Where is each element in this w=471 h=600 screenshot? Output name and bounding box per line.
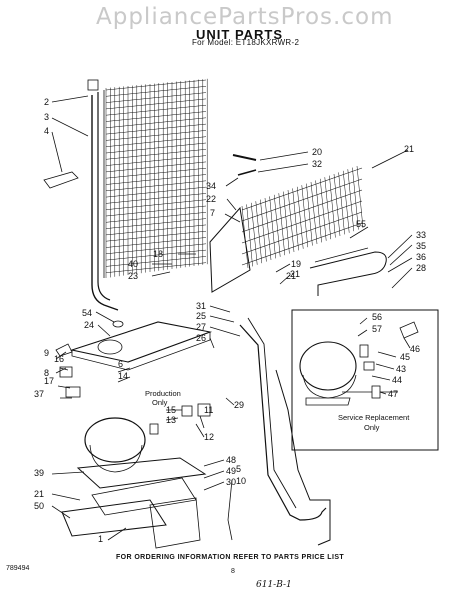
top-clamp bbox=[87, 79, 99, 91]
model-line: For Model: ET18JKXRWR-2 bbox=[192, 38, 300, 47]
callout-4: 4 bbox=[44, 126, 49, 136]
document-number: 789494 bbox=[6, 565, 30, 572]
callout-11: 11 bbox=[204, 405, 213, 415]
callout-3: 3 bbox=[44, 112, 49, 122]
callout-23: 23 bbox=[128, 271, 138, 281]
callout-57: 57 bbox=[372, 324, 382, 334]
callout-56: 56 bbox=[372, 312, 382, 322]
callout-25: 25 bbox=[196, 311, 206, 321]
callout-54: 54 bbox=[82, 308, 92, 318]
callout-2: 2 bbox=[44, 97, 49, 107]
callout-47: 47 bbox=[388, 389, 398, 399]
ordering-footer: FOR ORDERING INFORMATION REFER TO PARTS … bbox=[116, 554, 345, 561]
callout-14: 14 bbox=[118, 371, 128, 381]
callout-30: 30 bbox=[226, 477, 236, 487]
callout-18: 18 bbox=[153, 249, 163, 259]
callout-22: 22 bbox=[206, 194, 216, 204]
callout-43: 43 bbox=[396, 364, 406, 374]
callout-46: 46 bbox=[410, 344, 420, 354]
callout-15: 15 bbox=[166, 405, 176, 415]
callout-35: 35 bbox=[416, 241, 426, 251]
callout-6: 6 bbox=[118, 359, 123, 369]
callout-numbers: 2342032213422755333536282118402319215424… bbox=[34, 97, 426, 544]
page-number: 8 bbox=[231, 568, 235, 575]
watermark: AppliancePartsPros.com bbox=[96, 4, 394, 30]
callout-50: 50 bbox=[34, 501, 44, 511]
callout-27: 27 bbox=[196, 322, 206, 332]
callout-10: 10 bbox=[236, 476, 246, 486]
callout-31: 31 bbox=[196, 301, 206, 311]
callout-32: 32 bbox=[312, 159, 322, 169]
callout-26: 26 bbox=[196, 333, 206, 343]
evaporator-coil bbox=[241, 165, 364, 269]
callout-37: 37 bbox=[34, 389, 44, 399]
service-replacement-line2: Only bbox=[364, 423, 380, 432]
service-compressor bbox=[299, 341, 357, 391]
callout-49: 49 bbox=[226, 466, 236, 476]
callout-16: 16 bbox=[54, 354, 64, 364]
callout-17: 17 bbox=[44, 376, 54, 386]
callout-8: 8 bbox=[44, 368, 49, 378]
production-only-line1: Production bbox=[145, 389, 181, 398]
callout-45: 45 bbox=[400, 352, 410, 362]
callout-1: 1 bbox=[98, 534, 103, 544]
callout-29: 29 bbox=[234, 400, 244, 410]
callout-19: 19 bbox=[291, 259, 301, 269]
callout-13: 13 bbox=[166, 415, 176, 425]
callout-9: 9 bbox=[44, 348, 49, 358]
callout-20: 20 bbox=[312, 147, 322, 157]
callout-33: 33 bbox=[416, 230, 426, 240]
callout-36: 36 bbox=[416, 252, 426, 262]
callout-21: 21 bbox=[286, 271, 296, 281]
callout-44: 44 bbox=[392, 375, 402, 385]
callout-48: 48 bbox=[226, 455, 236, 465]
callout-28: 28 bbox=[416, 263, 426, 273]
production-only-line2: Only bbox=[152, 398, 168, 407]
callout-40: 40 bbox=[128, 259, 138, 269]
page-title: UNIT PARTS bbox=[196, 27, 284, 42]
callout-24: 24 bbox=[84, 320, 94, 330]
callout-21: 21 bbox=[34, 489, 44, 499]
condenser-coil bbox=[105, 78, 208, 278]
callout-21: 21 bbox=[290, 269, 300, 279]
callout-5: 5 bbox=[236, 464, 241, 474]
callout-34: 34 bbox=[206, 181, 216, 191]
callout-39: 39 bbox=[34, 468, 44, 478]
callout-12: 12 bbox=[204, 432, 214, 442]
callout-21: 21 bbox=[404, 144, 414, 154]
callout-55: 55 bbox=[356, 219, 366, 229]
handwritten-note: 611-B-1 bbox=[256, 580, 292, 590]
bracket-4 bbox=[43, 171, 79, 189]
service-replacement-line1: Service Replacement bbox=[338, 413, 410, 422]
callout-7: 7 bbox=[210, 208, 215, 218]
